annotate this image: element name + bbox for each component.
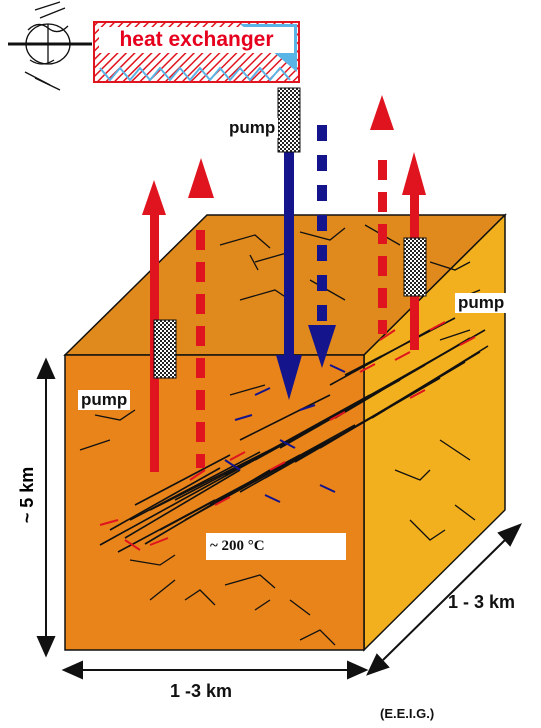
- length-dimension-arrow: [366, 523, 523, 676]
- top-pump: [277, 87, 301, 153]
- left-dashed-well: [196, 230, 205, 468]
- right-pump-label: pump: [455, 293, 508, 313]
- injection-pipe: [284, 150, 294, 360]
- injection-arrowhead: [276, 355, 302, 400]
- left-production-arrowhead: [142, 180, 166, 215]
- heat-exchanger-label: heat exchanger: [99, 27, 294, 53]
- left-pump: [153, 319, 177, 379]
- left-pump-label: pump: [78, 390, 131, 410]
- temperature-label: ~ 200 °C: [206, 533, 346, 560]
- flow-arrows-blue: [224, 364, 346, 503]
- right-production-arrowhead: [402, 152, 426, 195]
- injection-dashed: [317, 125, 327, 321]
- length-label: 1 - 3 km: [448, 592, 516, 612]
- scattered-fractures: [79, 224, 481, 646]
- right-dashed-well: [378, 160, 387, 334]
- injection-dashed-arrowhead: [308, 325, 336, 368]
- heat-exchanger-zigzag: [99, 66, 291, 82]
- top-pump-label: pump: [226, 118, 279, 138]
- left-dashed-arrowhead: [188, 158, 214, 198]
- flow-arrows-red: [99, 321, 476, 551]
- fracture-zone: [99, 317, 489, 553]
- depth-dimension-arrow: [36, 357, 56, 658]
- depth-label: ~ 5 km: [17, 466, 37, 524]
- width-label: 1 -3 km: [170, 681, 233, 701]
- credit-label: (E.E.I.G.): [380, 706, 435, 721]
- right-dashed-arrowhead: [370, 95, 394, 130]
- turbine-icon: [8, 1, 92, 91]
- right-pump: [403, 237, 427, 297]
- width-dimension-arrow: [61, 660, 369, 680]
